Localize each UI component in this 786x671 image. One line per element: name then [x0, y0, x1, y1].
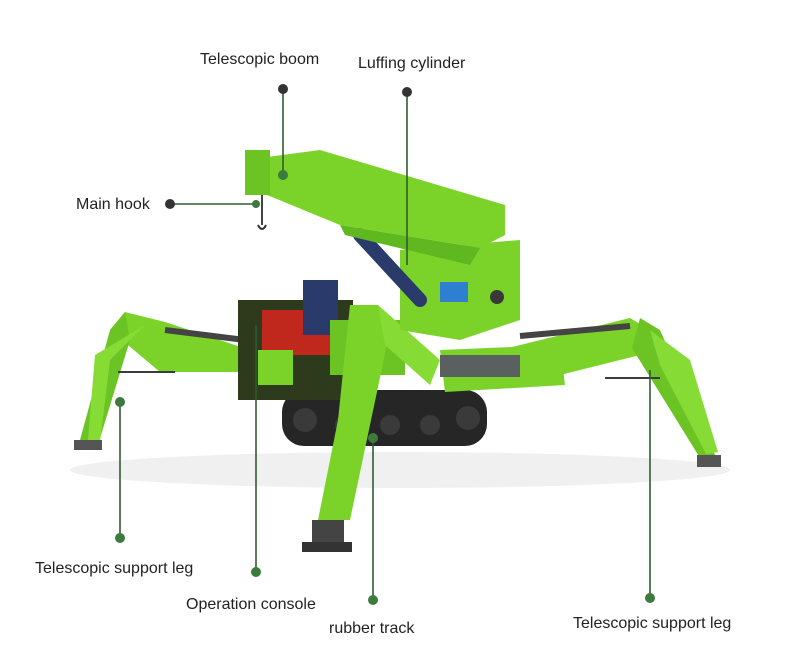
leader-lines: [119, 90, 651, 600]
hook-anchor-dot: [252, 200, 260, 208]
track-anchor-dot: [368, 433, 378, 443]
right-leg-pin-dot: [645, 593, 655, 603]
telescopic-boom: [245, 150, 505, 265]
luffing-cylinder: [353, 228, 427, 307]
left-leg-anchor-dot: [115, 397, 125, 407]
label-luffing-cylinder: Luffing cylinder: [358, 55, 466, 72]
base-body: [238, 280, 565, 400]
label-telescopic-boom: Telescopic boom: [200, 51, 320, 68]
console-pin-dot: [251, 567, 261, 577]
label-rubber-track: rubber track: [329, 620, 415, 637]
left-support-leg: [74, 312, 250, 450]
turret: [400, 240, 520, 340]
label-operation-console: Operation console: [186, 596, 316, 613]
boom-pin-dot: [278, 84, 288, 94]
right-support-leg: [500, 318, 721, 467]
left-leg-pin-dot: [115, 533, 125, 543]
track-pin-dot: [368, 595, 378, 605]
front-support-leg: [302, 305, 440, 552]
label-support-leg-right: Telescopic support leg: [573, 615, 732, 632]
ground-shadow: [70, 452, 730, 488]
leader-dots: [115, 84, 655, 605]
hook-pin-dot: [165, 199, 175, 209]
cylinder-pin-dot: [402, 87, 412, 97]
boom-anchor-dot: [278, 170, 288, 180]
label-main-hook: Main hook: [76, 196, 150, 213]
label-support-leg-left: Telescopic support leg: [35, 560, 194, 577]
